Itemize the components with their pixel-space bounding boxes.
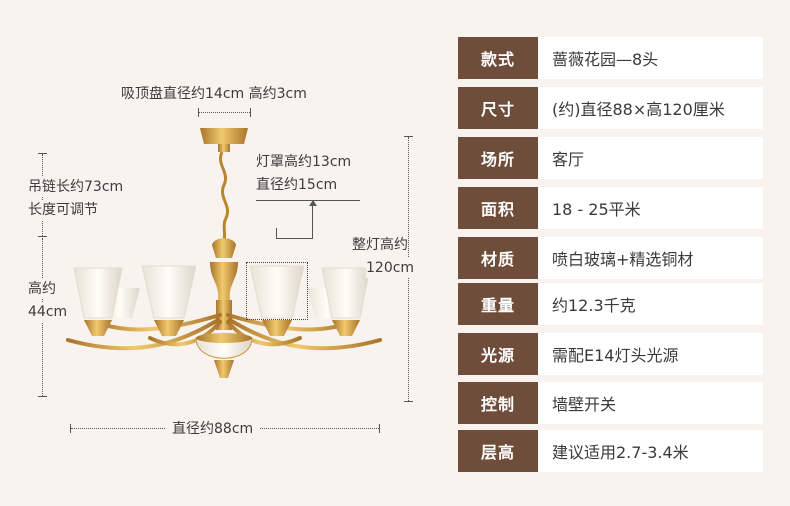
- spec-row-light-source: 光源 需配E14灯头光源: [458, 333, 763, 375]
- spec-label: 面积: [458, 187, 538, 229]
- spec-label: 材质: [458, 237, 538, 279]
- spec-value: 18 - 25平米: [538, 187, 763, 229]
- overall-height-label-1: 整灯高约: [352, 235, 408, 255]
- spec-row-location: 场所 客厅: [458, 137, 763, 179]
- spec-label: 光源: [458, 333, 538, 375]
- spec-value: 喷白玻璃+精选铜材: [538, 237, 763, 279]
- spec-row-area: 面积 18 - 25平米: [458, 187, 763, 229]
- shade-callout-pointer: [312, 204, 313, 238]
- spec-label: 重量: [458, 283, 538, 325]
- ceiling-plate-label: 吸顶盘直径约14cm 高约3cm: [121, 86, 307, 102]
- ceiling-plate-tick-left: [198, 108, 199, 117]
- spec-value: 客厅: [538, 137, 763, 179]
- shade-diameter-label: 直径约15cm: [256, 177, 338, 193]
- diameter-tick-left: [70, 424, 71, 433]
- chandelier-image: [66, 128, 382, 378]
- spec-row-ceiling-height: 层高 建议适用2.7-3.4米: [458, 430, 763, 472]
- spec-value: 需配E14灯头光源: [538, 333, 763, 375]
- shade-callout-underline: [256, 200, 360, 201]
- diameter-label: 直径约88cm: [166, 419, 260, 439]
- spec-value: 墙壁开关: [538, 382, 763, 424]
- diameter-tick-right: [379, 424, 380, 433]
- overall-height-label-2: 120cm: [366, 258, 415, 278]
- spec-row-style: 款式 蔷薇花园—8头: [458, 37, 763, 79]
- spec-value: 建议适用2.7-3.4米: [538, 430, 763, 472]
- ceiling-plate-tick-right: [250, 108, 251, 117]
- spec-row-control: 控制 墙壁开关: [458, 382, 763, 424]
- spec-value: 约12.3千克: [538, 283, 763, 325]
- spec-label: 尺寸: [458, 87, 538, 129]
- overall-height-tick-top: [404, 136, 413, 137]
- shade-callout-connector: [276, 238, 313, 239]
- shade-callout-drop: [276, 228, 277, 238]
- overall-height-tick-bottom: [404, 401, 413, 402]
- chain-length-label: 吊链长约73cm: [28, 177, 124, 197]
- shade-height-label: 灯罩高约13cm: [256, 154, 352, 170]
- spec-label: 款式: [458, 37, 538, 79]
- chain-adjustable-label: 长度可调节: [28, 200, 98, 220]
- spec-label: 场所: [458, 137, 538, 179]
- spec-value: (约)直径88×高120厘米: [538, 87, 763, 129]
- ceiling-plate-dim-line: [198, 112, 250, 113]
- spec-row-size: 尺寸 (约)直径88×高120厘米: [458, 87, 763, 129]
- spec-label: 控制: [458, 382, 538, 424]
- chain-tick-bottom: [38, 236, 47, 237]
- spec-row-weight: 重量 约12.3千克: [458, 283, 763, 325]
- chain-tick-top: [38, 153, 47, 154]
- body-height-label-2: 44cm: [28, 302, 68, 322]
- shade-highlight-box: [246, 262, 308, 320]
- spec-row-material: 材质 喷白玻璃+精选铜材: [458, 237, 763, 279]
- shade-callout-arrow-icon: [309, 200, 317, 206]
- body-height-tick-bottom: [38, 396, 47, 397]
- body-height-label-1: 高约: [28, 279, 56, 299]
- spec-value: 蔷薇花园—8头: [538, 37, 763, 79]
- spec-label: 层高: [458, 430, 538, 472]
